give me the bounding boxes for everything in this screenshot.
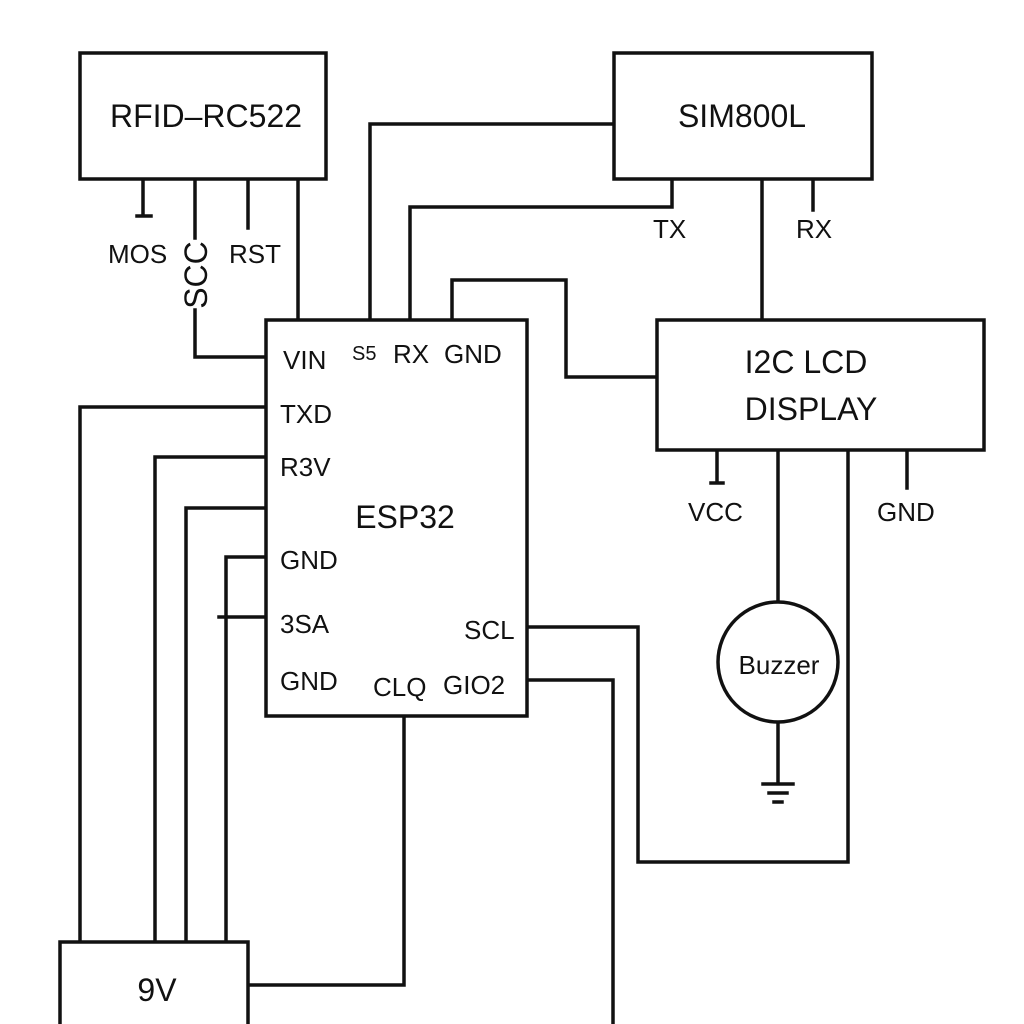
battery-9v-label: 9V — [137, 972, 177, 1008]
esp32-pin-s5-label: S5 — [352, 343, 376, 365]
sim-pin-rx-label: RX — [796, 214, 832, 244]
wire-esp-scl-to-lcd — [526, 449, 850, 864]
wire-esp-gnd-to-9v — [224, 555, 268, 944]
buzzer-circle — [716, 600, 840, 724]
esp32-pin-vin-label: VIN — [283, 345, 326, 375]
sim-pin-tx-label: TX — [653, 214, 686, 244]
esp32-pin-gnd-bottom-label: GND — [280, 666, 338, 696]
esp32-pin-scl-label: SCL — [464, 615, 515, 645]
battery-9v-box — [58, 940, 250, 1024]
wire-esp-clq-to-9v — [246, 714, 406, 987]
sim800l-module-box — [612, 51, 874, 181]
esp32-pin-rx-label: RX — [393, 339, 429, 369]
wire-sim-tx-to-esp-rx — [408, 178, 674, 322]
rfid-pin-sck-label: SCC — [178, 241, 214, 309]
rfid-module-label: RFID–RC522 — [110, 98, 302, 134]
ground-symbol-icon — [761, 782, 795, 804]
esp32-pin-gnd-left-label: GND — [280, 545, 338, 575]
wires — [78, 122, 909, 1024]
esp32-pin-gio2-label: GIO2 — [443, 670, 505, 700]
sim800l-module-label: SIM800L — [678, 98, 806, 134]
esp32-pin-gnd-top-label: GND — [444, 339, 502, 369]
rfid-module-box — [78, 51, 328, 181]
esp32-pin-txd-label: TXD — [280, 399, 332, 429]
lcd-pin-vcc-label: VCC — [688, 497, 743, 527]
esp32-pin-clq-label: CLQ — [373, 672, 426, 702]
esp32-pin-r3v-label: R3V — [280, 452, 331, 482]
esp32-module-box — [264, 318, 529, 718]
wire-sim-to-esp-s5 — [368, 122, 616, 322]
esp32-pin-3sa-label: 3SA — [280, 609, 330, 639]
lcd-module-label-line1: I2C LCD — [745, 344, 868, 380]
wire-rfid-mosi-stub — [135, 178, 153, 218]
wire-esp-r3v-to-9v — [153, 455, 268, 944]
lcd-pin-gnd-label: GND — [877, 497, 935, 527]
wire-rfid-sck-to-vin — [193, 178, 268, 359]
wire-esp-gnd-to-lcd — [450, 278, 659, 379]
buzzer-label: Buzzer — [739, 650, 820, 680]
esp32-module-label: ESP32 — [355, 499, 455, 535]
rfid-pin-mosi-label: MOS — [108, 239, 167, 269]
wire-lcd-vcc-stub — [709, 449, 725, 485]
lcd-module-label-line2: DISPLAY — [745, 391, 878, 427]
wire-esp-left-to-9v — [184, 506, 268, 944]
lcd-module-box — [655, 318, 986, 452]
wire-esp-txd-to-9v — [78, 405, 268, 944]
rfid-pin-rst-label: RST — [229, 239, 281, 269]
wire-esp-gio2-down — [526, 678, 615, 1024]
